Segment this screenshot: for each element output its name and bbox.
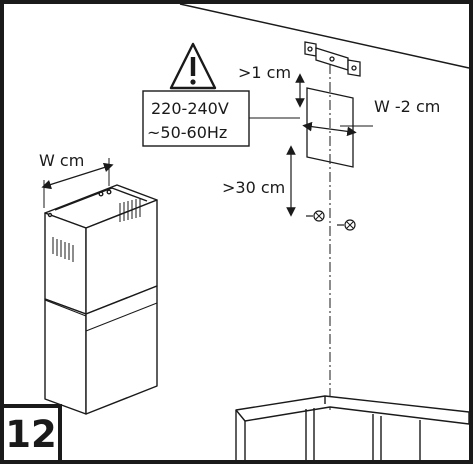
bracket-width-arrow <box>302 121 357 137</box>
step-number-box <box>0 404 62 464</box>
chimney-lower <box>44 285 158 415</box>
voltage-box <box>142 90 250 147</box>
ceiling-bracket <box>304 41 361 77</box>
chimney-upper <box>44 184 158 315</box>
vent-slots-right <box>119 198 141 222</box>
vent-slots-left <box>52 237 74 262</box>
bracket-width-label: W -2 cm <box>374 97 440 116</box>
ceiling-line <box>179 3 470 69</box>
hood-canopy <box>235 395 470 460</box>
step-number: 12 <box>5 412 57 456</box>
voltage-label: 220-240V <box>151 99 229 118</box>
screw-left <box>306 210 325 222</box>
vertical-gap-label: >30 cm <box>222 178 285 197</box>
frequency-label: ~50-60Hz <box>147 123 227 142</box>
chimney-width-label: W cm <box>39 151 84 170</box>
warning-triangle-icon <box>169 42 217 90</box>
top-gap-label: >1 cm <box>238 63 291 82</box>
chimney-width-arrow <box>41 162 114 190</box>
screw-right <box>337 219 356 231</box>
